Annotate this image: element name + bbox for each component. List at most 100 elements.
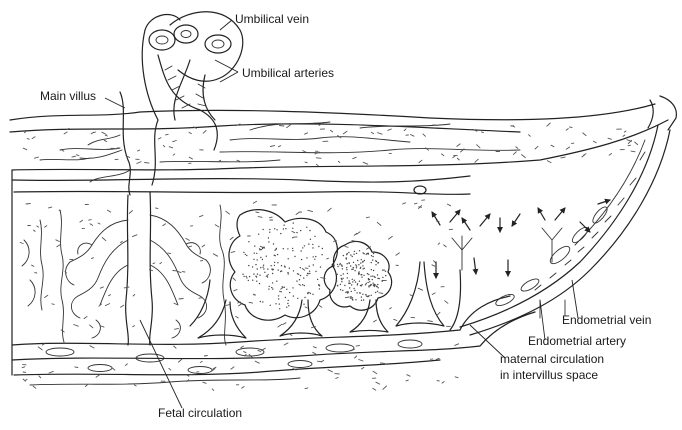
label-umbilical-vein: Umbilical vein <box>235 12 309 26</box>
stipple-dot <box>351 269 352 270</box>
stipple-dot <box>274 228 275 229</box>
stipple-dot <box>310 239 311 240</box>
tissue-dash <box>104 140 107 141</box>
stipple-dot <box>347 277 348 278</box>
stipple-dot <box>284 221 285 222</box>
stipple-dot <box>242 274 243 275</box>
stipple-dot <box>361 277 362 278</box>
tissue-dash <box>52 304 54 305</box>
stipple-dot <box>306 257 307 258</box>
stipple-dot <box>372 259 373 260</box>
stipple-dot <box>372 279 373 280</box>
umbilical-vein-vessel <box>149 30 175 50</box>
stipple-dot <box>254 294 255 295</box>
stipple-dot <box>354 251 355 252</box>
stipple-dot <box>285 228 286 229</box>
stipple-dot <box>248 241 249 242</box>
stipple-dot <box>283 228 284 229</box>
stipple-dot <box>375 260 376 261</box>
stipple-dot <box>271 287 272 288</box>
stipple-dot <box>263 265 264 266</box>
stipple-dot <box>271 265 272 266</box>
tissue-dash <box>189 132 191 134</box>
tissue-dash <box>121 241 123 242</box>
stipple-dot <box>277 262 278 263</box>
stipple-dot <box>286 307 287 308</box>
stipple-dot <box>360 262 361 263</box>
tissue-dash <box>89 220 92 221</box>
tissue-dash <box>623 135 625 136</box>
stipple-dot <box>302 247 303 248</box>
tissue-dash <box>363 162 368 164</box>
stipple-dot <box>375 264 376 265</box>
tissue-dash <box>388 129 392 130</box>
tissue-dash <box>482 132 484 133</box>
tissue-dash <box>90 224 93 226</box>
stipple-dot <box>349 282 350 283</box>
tissue-dash <box>166 134 169 135</box>
tissue-dash <box>351 298 353 299</box>
tissue-dash <box>75 367 78 368</box>
tissue-dash <box>32 265 34 266</box>
tissue-dash <box>230 237 233 240</box>
umbilical-artery-left <box>174 25 198 43</box>
chorionic-plate <box>10 96 676 194</box>
villous-lobes <box>190 210 461 338</box>
tissue-dash <box>107 210 110 212</box>
stipple-dot <box>272 269 273 270</box>
label-endometrial-vein: Endometrial vein <box>562 313 651 327</box>
stipple-dot <box>253 273 254 274</box>
tissue-dash <box>418 288 423 290</box>
stipple-dot <box>276 248 277 249</box>
stipple-dot <box>293 222 294 223</box>
stipple-dot <box>293 270 294 271</box>
tissue-dash <box>477 145 480 148</box>
stipple-dots <box>242 221 386 309</box>
stipple-dot <box>279 308 280 309</box>
tissue-dash <box>442 154 444 156</box>
tissue-dash <box>163 224 166 226</box>
tissue-dash <box>163 145 165 146</box>
stipple-dot <box>322 248 323 249</box>
tissue-dash <box>280 126 284 127</box>
tissue-dash <box>296 212 299 214</box>
tissue-dash <box>266 274 268 276</box>
tissue-dash <box>39 376 41 378</box>
stipple-dot <box>287 272 288 273</box>
stipple-dot <box>276 281 277 282</box>
stipple-dot <box>292 248 293 249</box>
stipple-dot <box>346 267 347 268</box>
stipple-dot <box>292 287 293 288</box>
stipple-dot <box>264 272 265 273</box>
stipple-dot <box>304 297 305 298</box>
stipple-dot <box>364 260 365 261</box>
stipple-dot <box>385 275 386 276</box>
tissue-dash <box>593 141 596 143</box>
stipple-dot <box>374 277 375 278</box>
stipple-dot <box>318 246 319 247</box>
tissue-dash <box>308 210 313 211</box>
tissue-dash <box>394 319 397 320</box>
tissue-dash <box>33 386 36 388</box>
tissue-dash <box>551 145 554 147</box>
stipple-dot <box>243 276 244 277</box>
stipple-dot <box>361 274 362 275</box>
stipple-dot <box>281 291 282 292</box>
tissue-dash <box>584 154 586 155</box>
stipple-dot <box>371 255 372 256</box>
stipple-dot <box>350 265 351 266</box>
label-main-villus: Main villus <box>40 89 96 103</box>
tissue-dash <box>203 130 206 133</box>
tissue-dash <box>535 146 538 149</box>
stipple-dot <box>361 259 362 260</box>
tissue-dash <box>583 133 586 136</box>
tissue-dash <box>305 268 308 269</box>
tissue-dash <box>74 325 79 327</box>
stipple-dot <box>337 264 338 265</box>
stipple-dot <box>339 264 340 265</box>
stipple-dot <box>352 281 353 282</box>
tissue-dash <box>547 123 551 126</box>
stipple-dot <box>293 295 294 296</box>
stipple-dot <box>362 268 363 269</box>
tissue-dash <box>566 129 568 131</box>
